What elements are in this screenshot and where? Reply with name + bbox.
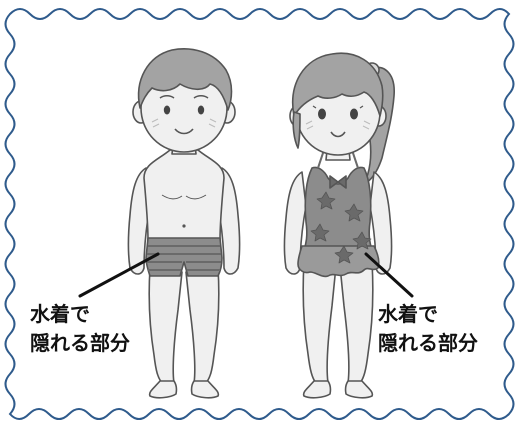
girl-eyelashes xyxy=(312,105,364,109)
girl-hair xyxy=(292,52,384,117)
girl-cheek-lines xyxy=(305,120,371,130)
girl-callout-line xyxy=(364,252,414,298)
girl-label-line2: 隠れる部分 xyxy=(378,331,478,355)
girl-left-eye xyxy=(318,108,326,120)
boy-covered-area-label: 水着で 隠れる部分 xyxy=(30,300,130,358)
girl-right-foot xyxy=(344,380,374,399)
boy-label-line2: 隠れる部分 xyxy=(30,331,130,355)
boy-right-foot xyxy=(190,380,220,399)
boy-illustration xyxy=(127,48,241,399)
girl-left-leg xyxy=(302,261,337,384)
boy-left-eye xyxy=(163,105,171,115)
girl-right-eye xyxy=(350,108,358,120)
boy-left-leg xyxy=(148,267,183,384)
boy-left-eyebrow xyxy=(159,95,175,99)
girl-right-leg xyxy=(339,261,374,384)
boy-navel xyxy=(182,224,186,228)
boy-hair xyxy=(137,48,233,111)
girl-swimsuit-skirt xyxy=(297,245,380,278)
girl-side-lock-left xyxy=(292,111,301,149)
boy-label-line1: 水着で xyxy=(30,302,90,326)
girl-illustration xyxy=(283,52,395,399)
boy-right-leg xyxy=(185,267,220,384)
girl-swimsuit-bow xyxy=(329,175,347,189)
boy-swim-trunks xyxy=(145,237,223,277)
boy-cheek-lines xyxy=(151,118,217,128)
boy-trunks-stripes xyxy=(147,245,221,271)
boy-right-arm xyxy=(217,167,241,275)
boy-right-eyebrow xyxy=(193,95,209,99)
boy-left-foot xyxy=(148,380,178,399)
girl-swimsuit-flowers xyxy=(310,191,372,264)
girl-label-line1: 水着で xyxy=(378,302,438,326)
boy-mouth xyxy=(174,128,194,135)
boy-chest-line xyxy=(161,194,207,200)
wavy-frame-border xyxy=(4,8,515,420)
boy-callout-line xyxy=(78,252,160,298)
boy-right-eye xyxy=(197,105,205,115)
girl-left-foot xyxy=(302,380,332,399)
girl-covered-area-label: 水着で 隠れる部分 xyxy=(378,300,478,358)
girl-mouth xyxy=(330,131,346,138)
